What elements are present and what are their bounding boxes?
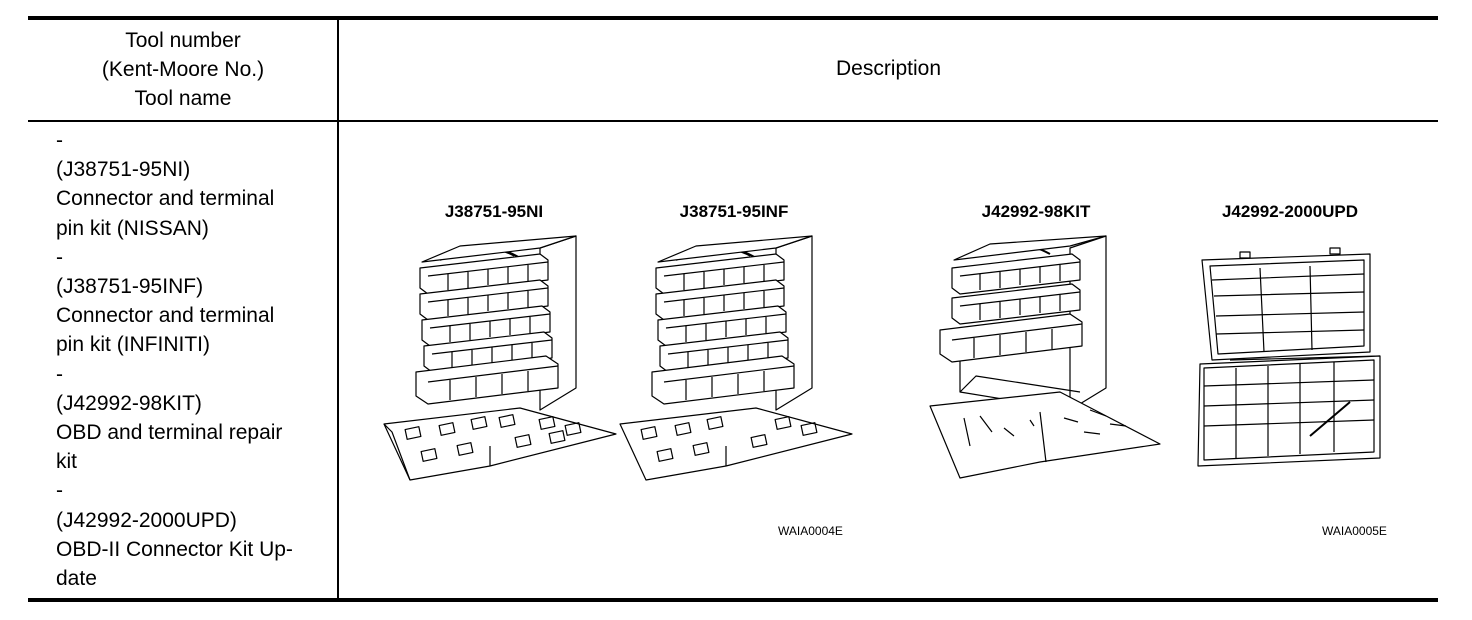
description-column-header: Description	[835, 57, 942, 80]
tool-entry-line: Connector and terminal	[56, 187, 275, 211]
header-tool-number: Tool number	[125, 29, 241, 52]
tool-table: Tool number (Kent-Moore No.) Tool name D…	[28, 16, 1438, 602]
tool-entry-line: -	[56, 245, 63, 269]
tool-entry-line: kit	[56, 450, 77, 474]
tool-entry-line: pin kit (INFINITI)	[56, 333, 211, 357]
tool-entry-line: pin kit (NISSAN)	[56, 216, 209, 240]
cabinet-drawing-3	[929, 235, 1161, 479]
kit-label-j38751-95ni: J38751-95NI	[444, 202, 544, 221]
table-header-rule	[28, 120, 1438, 122]
tool-entry-line: (J42992-2000UPD)	[56, 508, 237, 532]
open-case-drawing	[1197, 247, 1381, 467]
tool-entry-line: (J38751-95NI)	[56, 158, 191, 182]
table-bottom-rule	[28, 598, 1438, 602]
tool-entry-line: -	[56, 479, 63, 503]
kit-label-j42992-98kit: J42992-98KIT	[981, 202, 1091, 221]
kit-label-j38751-95inf: J38751-95INF	[679, 202, 789, 221]
header-tool-name: Tool name	[134, 87, 232, 110]
table-top-rule	[28, 16, 1438, 20]
figure-code-waia0005e: WAIA0005E	[1322, 524, 1387, 538]
tool-entry-line: -	[56, 362, 63, 386]
tool-entry-line: -	[56, 129, 63, 152]
cabinet-drawing-2	[619, 235, 853, 481]
kit-drawings	[383, 235, 1381, 481]
column-divider	[337, 18, 339, 600]
header-kent-moore: (Kent-Moore No.)	[101, 58, 265, 81]
tool-entry-line: OBD and terminal repair	[56, 421, 283, 445]
figure-code-waia0004e: WAIA0004E	[778, 524, 843, 538]
tool-entry-line: Connector and terminal	[56, 304, 275, 328]
kit-illustration: J38751-95NI J38751-95INF J42992-98KIT J4…	[340, 196, 1400, 538]
kit-label-j42992-2000upd: J42992-2000UPD	[1221, 202, 1359, 221]
tool-entry-line: (J42992-98KIT)	[56, 391, 202, 415]
cabinet-drawing-1	[383, 235, 617, 481]
tool-entry-line: (J38751-95INF)	[56, 275, 204, 299]
tool-column-header: Tool number (Kent-Moore No.) Tool name	[28, 26, 338, 113]
tool-entry-line: OBD-II Connector Kit Up-	[56, 537, 293, 561]
tool-entry-line: date	[56, 567, 97, 591]
tool-entry-cell: - (J38751-95NI) Connector and terminal p…	[56, 126, 324, 593]
